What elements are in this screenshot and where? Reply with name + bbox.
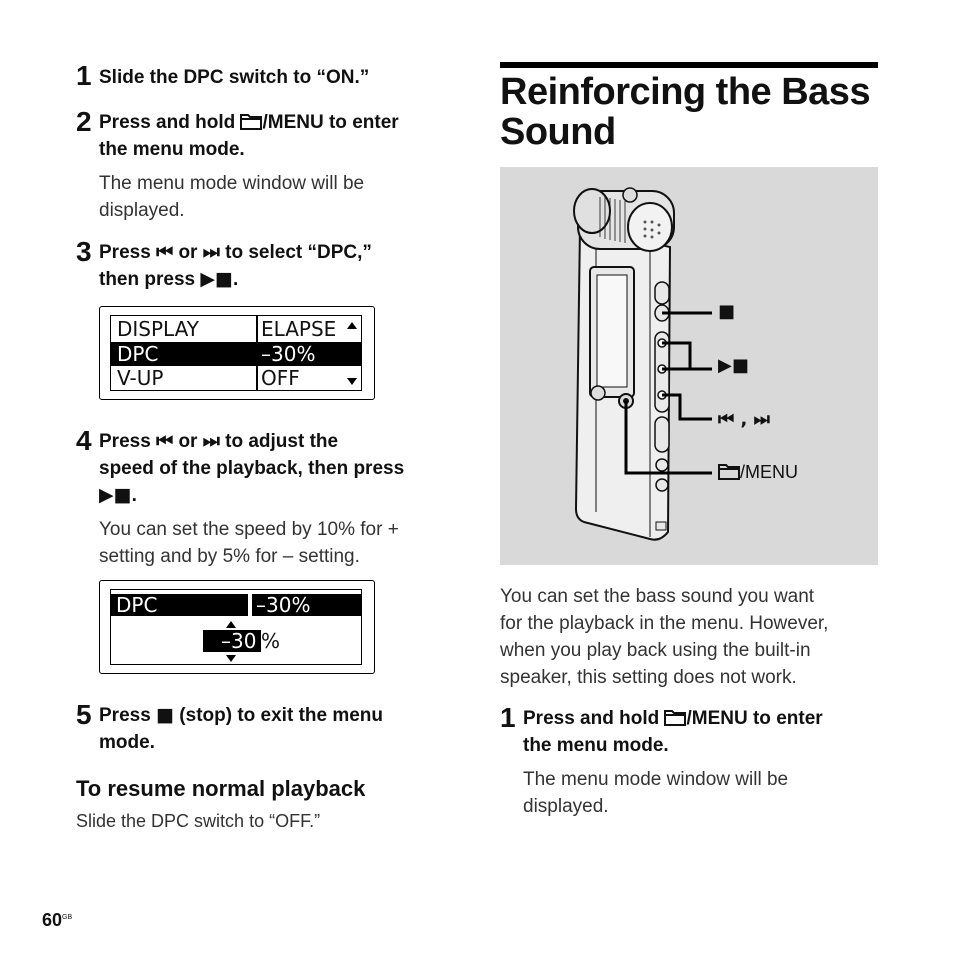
- step-3-number: 3: [76, 236, 92, 267]
- lcd-edit-bar: [203, 630, 261, 652]
- folder-icon: [664, 710, 687, 726]
- page-title-line2: Sound: [500, 111, 616, 153]
- lcd-dpc-label-bar: [111, 594, 248, 616]
- resume-text: Slide the DPC switch to “OFF.”: [76, 811, 321, 831]
- para-line-1: You can set the bass sound you want: [500, 586, 815, 607]
- scroll-down-icon: [347, 378, 357, 385]
- lcd-dpc-label: DPC: [116, 593, 158, 617]
- lcd-row-1-label: DISPLAY: [117, 317, 200, 341]
- lcd-row-3-value: OFF: [261, 366, 300, 390]
- folder-icon: [240, 114, 263, 130]
- folder-icon: [718, 464, 740, 480]
- lcd-dpc-value-bar: [252, 594, 361, 616]
- step-3-line1-post: to select “DPC,”: [225, 242, 372, 263]
- play-stop-icon: ▶■: [99, 484, 132, 506]
- callout-skip: ⏮ , ⏭: [718, 409, 770, 430]
- step-3-line2: then press ▶■.: [99, 268, 239, 290]
- step-4-note-line2: setting and by 5% for – setting.: [99, 546, 360, 567]
- value-up-icon: [226, 621, 236, 628]
- lcd-dpc-value: –30%: [256, 593, 311, 617]
- step-2-text-pre: Press and hold: [99, 112, 241, 133]
- lcd-row-1-value: ELAPSE: [261, 317, 337, 341]
- lcd-row-3-label: V-UP: [117, 366, 164, 390]
- value-down-icon: [226, 655, 236, 662]
- step-5-number: 5: [76, 699, 92, 730]
- step-5-line1-post: (stop) to exit the menu: [179, 705, 384, 726]
- step-3-press: Press: [99, 242, 151, 263]
- step-2-text-line2: the menu mode.: [99, 139, 245, 160]
- callout-menu: /MENU: [718, 462, 798, 483]
- lcd-selected-row: [111, 342, 361, 366]
- step-4-note-line1: You can set the speed by 10% for +: [99, 519, 399, 540]
- right-step-1-text-pre: Press and hold: [523, 708, 665, 729]
- page-number-suffix: GB: [62, 914, 73, 921]
- step-3-line2-pre: then press: [99, 269, 196, 290]
- step-5-press: Press: [99, 705, 151, 726]
- next-track-icon: ⏭: [202, 430, 220, 452]
- step-1-number: 1: [76, 60, 92, 91]
- voice-recorder-illustration: [573, 187, 712, 541]
- scroll-up-icon: [347, 322, 357, 329]
- page-title-line1: Reinforcing the Bass: [500, 71, 871, 113]
- step-5-line2: mode.: [99, 732, 155, 753]
- step-4-line3: ▶■.: [99, 484, 137, 506]
- page-number: 60GB: [42, 910, 72, 931]
- title-rule: [500, 62, 878, 68]
- lcd-edit-value: –30: [221, 629, 257, 653]
- step-3-or: or: [178, 242, 198, 263]
- step-2-note-line2: displayed.: [99, 200, 185, 221]
- step-4-number: 4: [76, 425, 92, 456]
- step-2-text-post: /MENU to enter: [262, 112, 399, 133]
- lcd-edit-percent: %: [261, 629, 281, 653]
- right-step-1-text: Press and hold /MENU to enter: [523, 705, 823, 732]
- right-step-1-note-line1: The menu mode window will be: [523, 769, 789, 790]
- right-step-1-note-line2: displayed.: [523, 796, 609, 817]
- step-3-line1: Press ⏮ or ⏭ to select “DPC,”: [99, 239, 372, 266]
- lcd-dpc-display: DPC –30% –30 %: [99, 580, 375, 674]
- lcd-row-2-value: –30%: [261, 342, 316, 366]
- step-2-number: 2: [76, 106, 92, 137]
- callout-play-stop: ▶■: [718, 355, 749, 376]
- previous-track-icon: ⏮: [156, 241, 174, 263]
- play-stop-icon: ▶■: [200, 268, 233, 290]
- lcd-menu-display: DISPLAY ELAPSE DPC –30% V-UP OFF: [99, 306, 375, 400]
- step-2-text: Press and hold /MENU to enter: [99, 109, 399, 136]
- right-step-1-text-post: /MENU to enter: [686, 708, 823, 729]
- lcd-row-2-label: DPC: [117, 342, 159, 366]
- stop-icon: ■: [156, 704, 175, 726]
- para-line-3: when you play back using the built-in: [500, 640, 811, 661]
- step-4-line2: speed of the playback, then press: [99, 458, 405, 479]
- resume-heading: To resume normal playback: [76, 776, 366, 801]
- callout-stop: ■: [718, 301, 736, 322]
- para-line-2: for the playback in the menu. However,: [500, 613, 829, 634]
- para-line-4: speaker, this setting does not work.: [500, 667, 797, 688]
- step-1-text: Slide the DPC switch to “ON.”: [99, 67, 370, 88]
- step-5-line1: Press ■ (stop) to exit the menu: [99, 702, 383, 729]
- right-step-1-line2: the menu mode.: [523, 735, 669, 756]
- step-4-or: or: [178, 431, 198, 452]
- next-track-icon: ⏭: [202, 241, 220, 263]
- step-2-note-line1: The menu mode window will be: [99, 173, 365, 194]
- right-step-1-number: 1: [500, 702, 516, 733]
- step-4-press: Press: [99, 431, 151, 452]
- previous-track-icon: ⏮: [156, 430, 174, 452]
- page-number-value: 60: [42, 910, 63, 930]
- device-figure: ■ ▶■ ⏮ , ⏭ /MENU: [500, 167, 878, 565]
- step-4-line1: Press ⏮ or ⏭ to adjust the: [99, 428, 338, 455]
- callout-menu-label: /MENU: [740, 462, 798, 482]
- lcd-menu-screen: DISPLAY ELAPSE DPC –30% V-UP OFF: [110, 315, 362, 391]
- lcd-dpc-screen: DPC –30% –30 %: [110, 589, 362, 665]
- step-4-line1-post: to adjust the: [225, 431, 339, 452]
